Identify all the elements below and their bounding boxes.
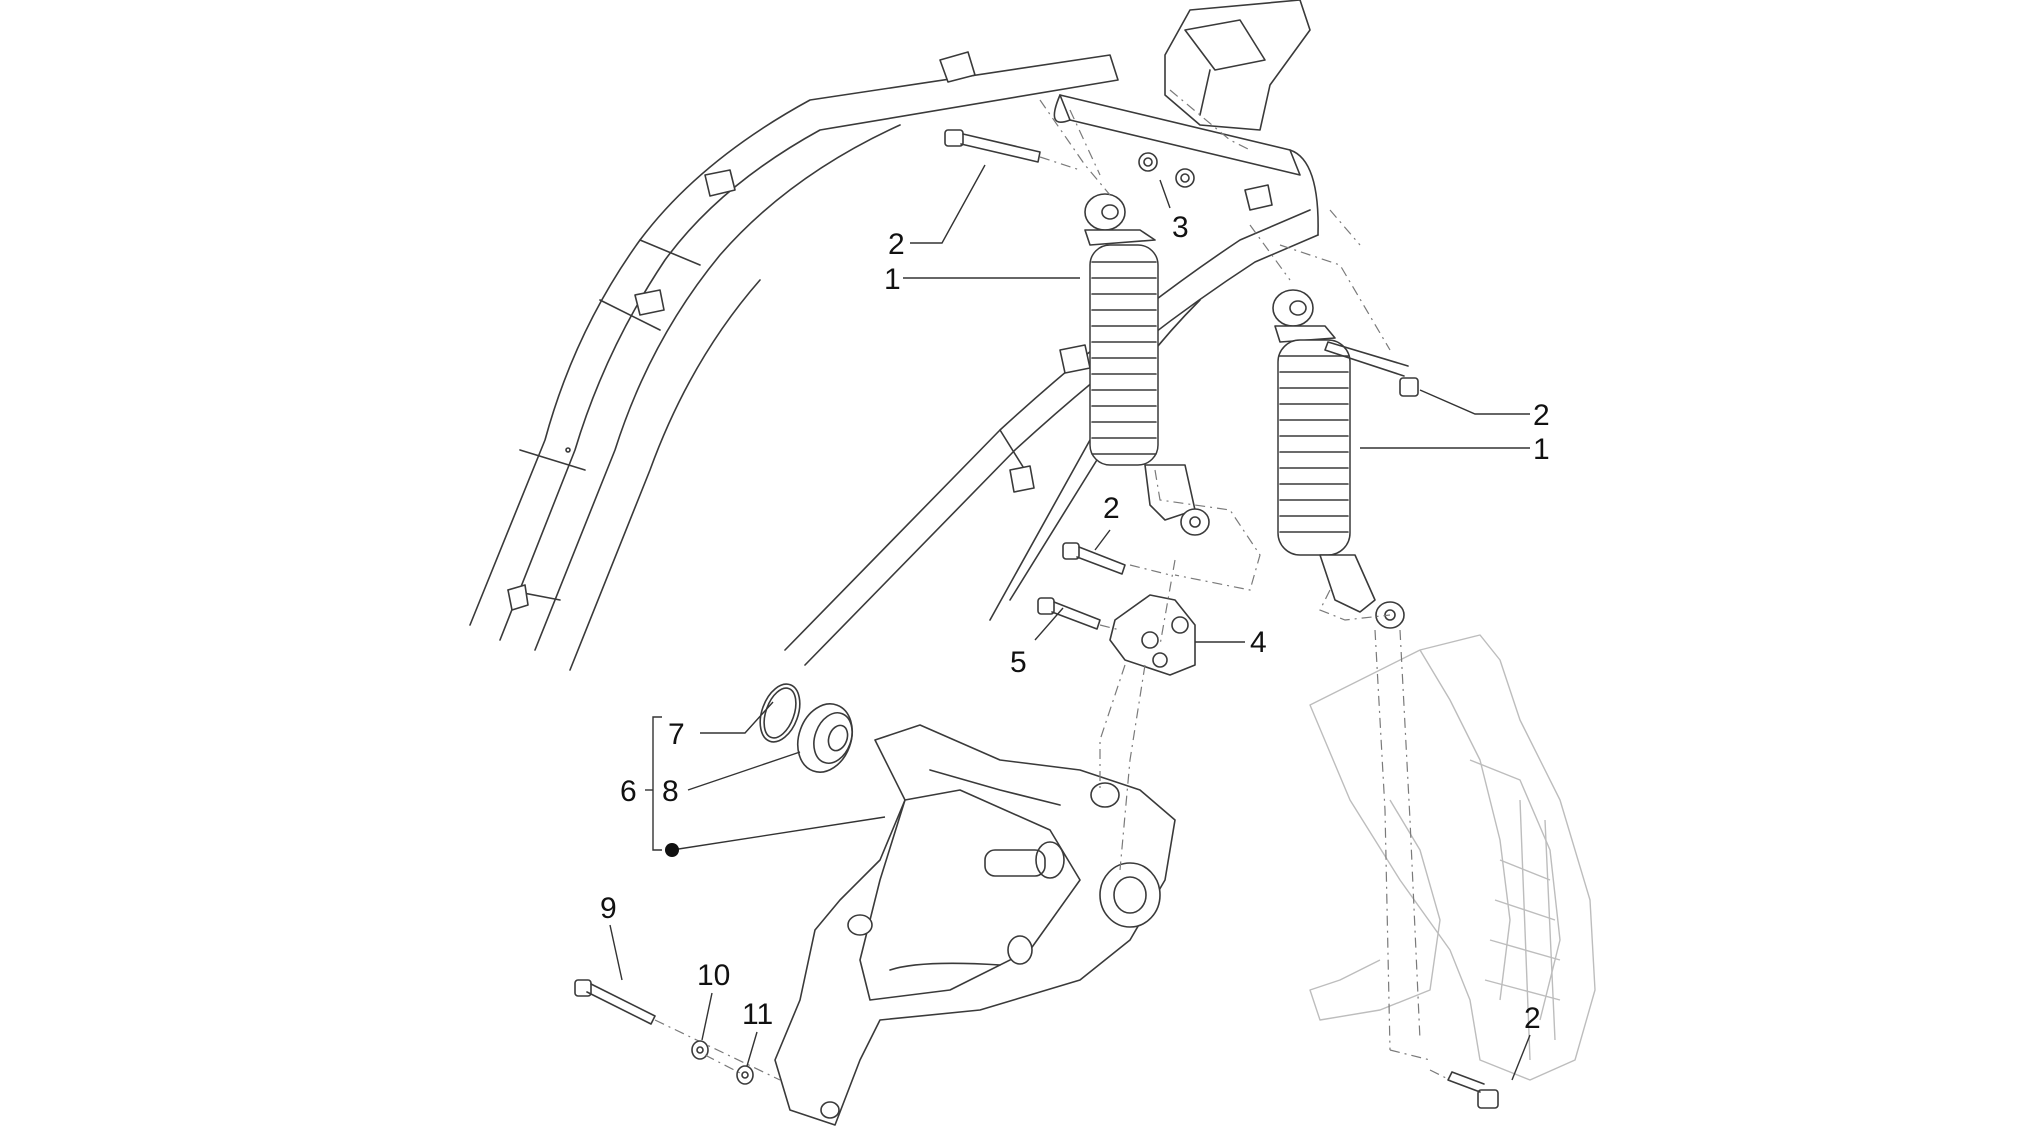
rear-mudguard-faded bbox=[1309, 634, 1596, 1081]
bolt-bottom bbox=[1447, 1071, 1499, 1109]
callout-1-right: 1 bbox=[1533, 433, 1550, 466]
callout-2-mid: 2 bbox=[1103, 492, 1120, 525]
callout-2-top: 2 bbox=[888, 228, 905, 261]
callout-7: 7 bbox=[668, 718, 685, 751]
bolt-top bbox=[944, 129, 1081, 171]
bolt-right bbox=[1324, 341, 1419, 397]
callout-4: 4 bbox=[1250, 626, 1267, 659]
bolt-middle bbox=[1062, 542, 1126, 575]
callout-10: 10 bbox=[697, 959, 730, 992]
leader-lines bbox=[609, 164, 1531, 1081]
bearing-8 bbox=[796, 703, 854, 773]
bolt-5 bbox=[1037, 597, 1101, 630]
right-spring bbox=[1277, 339, 1351, 556]
shock-absorber-right bbox=[1272, 289, 1405, 629]
washer-11 bbox=[736, 1065, 754, 1085]
left-spring bbox=[1089, 244, 1159, 466]
callout-labels: 2 1 3 2 1 2 4 5 7 6 8 9 10 11 2 bbox=[600, 211, 1550, 1035]
frame-assembly bbox=[469, 0, 1319, 671]
bolt-9 bbox=[574, 979, 781, 1081]
callout-3: 3 bbox=[1172, 211, 1189, 244]
callout-6: 6 bbox=[620, 775, 637, 808]
assembly-dash-lines bbox=[704, 89, 1451, 1081]
shock-bracket-4 bbox=[1109, 594, 1196, 676]
swing-arm-dot-marker bbox=[665, 843, 679, 857]
callout-1-left: 1 bbox=[884, 263, 901, 296]
washer-10 bbox=[691, 1040, 709, 1060]
callout-8: 8 bbox=[662, 775, 679, 808]
callout-5: 5 bbox=[1010, 646, 1027, 679]
shock-absorber-left bbox=[1084, 193, 1210, 536]
callout-9: 9 bbox=[600, 892, 617, 925]
swing-arm bbox=[774, 724, 1176, 1126]
callout-11: 11 bbox=[742, 998, 773, 1031]
nut-3 bbox=[1138, 152, 1195, 188]
callout-2-right: 2 bbox=[1533, 399, 1550, 432]
callout-2-bottom: 2 bbox=[1524, 1002, 1541, 1035]
